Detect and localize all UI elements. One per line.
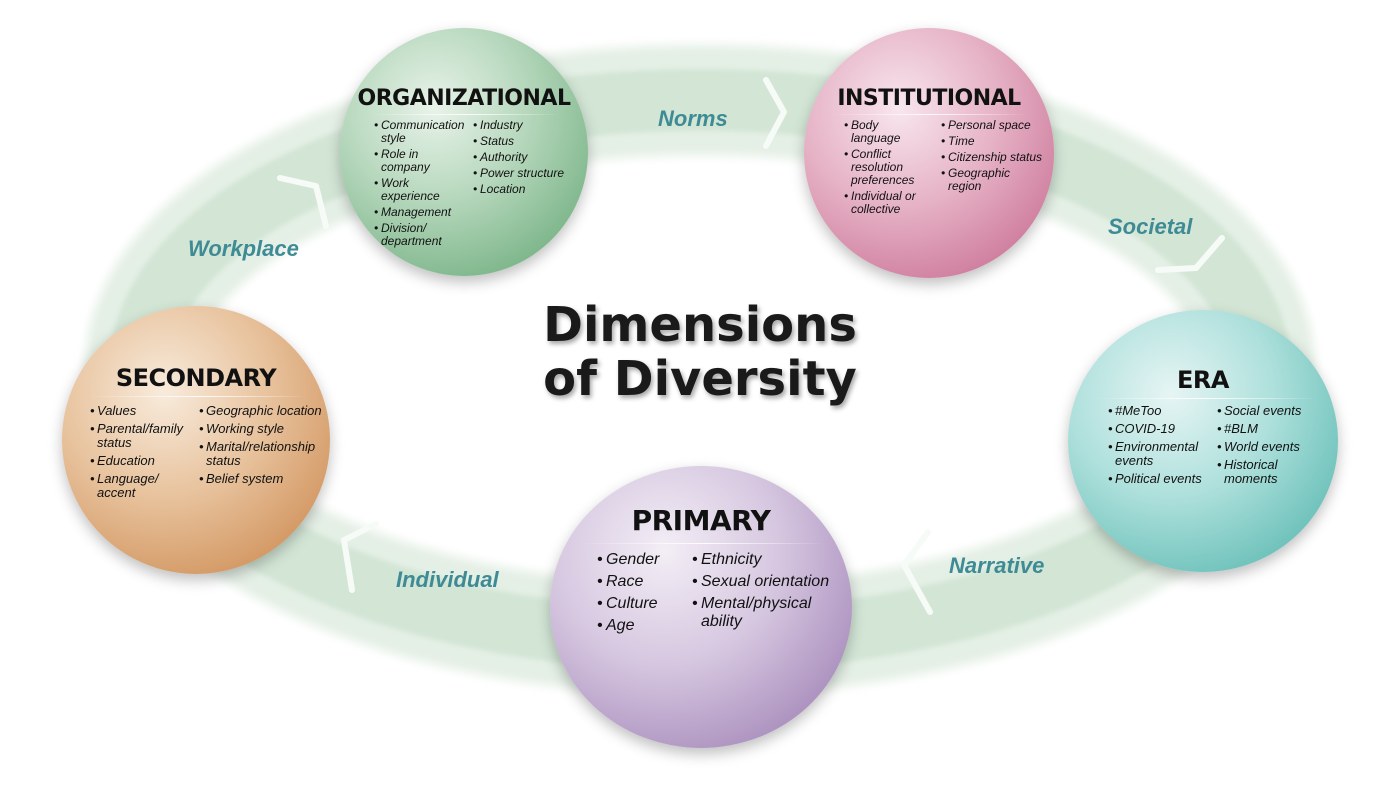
list-item: Authority [473,151,573,165]
list-item: Values [90,404,194,419]
list-item: Working style [199,422,323,437]
title-line-1: Dimensions [543,297,857,353]
list-item: Communication style [374,119,466,145]
list-item: Environmental events [1108,440,1208,468]
primary-divider [580,543,826,544]
primary-list-right: Ethnicity Sexual orientation Mental/phys… [692,551,832,635]
list-item: Industry [473,119,573,133]
secondary-list-right: Geographic location Working style Marita… [199,404,323,490]
organizational-list-left: Communication style Role in company Work… [374,119,466,251]
era-title: ERA [1177,366,1229,394]
era-divider [1094,398,1318,399]
primary-circle: PRIMARY Gender Race Culture Age Ethnicit… [550,466,852,748]
list-item: Citizenship status [941,151,1045,165]
institutional-list-left: Body language Conflict resolution prefer… [844,119,930,219]
connector-norms: Norms [658,106,728,131]
list-item: Work experience [374,177,466,203]
list-item: Status [473,135,573,149]
institutional-list-right: Personal space Time Citizenship status G… [941,119,1045,196]
title-line-2: of Diversity [543,351,857,407]
secondary-title: SECONDARY [115,364,277,392]
list-item: Time [941,135,1045,149]
list-item: Race [597,573,683,591]
list-item: Personal space [941,119,1045,133]
connector-workplace: Workplace [188,236,299,261]
list-item: #BLM [1217,422,1317,437]
diagram-title: Dimensions of Diversity [500,298,900,406]
list-item: World events [1217,440,1317,455]
era-list-left: #MeToo COVID-19 Environmental events Pol… [1108,404,1208,490]
ring-chevrons [277,77,1225,615]
list-item: COVID-19 [1108,422,1208,437]
list-item: Mental/physical ability [692,595,832,631]
secondary-circle: SECONDARY Values Parental/family status … [62,306,330,574]
era-list-right: Social events #BLM World events Historic… [1217,404,1317,490]
list-item: Belief system [199,472,323,487]
list-item: Social events [1217,404,1317,419]
list-item: Education [90,454,194,469]
connector-narrative: Narrative [949,553,1045,578]
institutional-circle: INSTITUTIONAL Body language Conflict res… [804,28,1054,278]
list-item: Age [597,617,683,635]
list-item: Geographic location [199,404,323,419]
organizational-circle: ORGANIZATIONAL Communication style Role … [340,28,588,276]
organizational-title: ORGANIZATIONAL [357,86,571,111]
list-item: Ethnicity [692,551,832,569]
list-item: Location [473,183,573,197]
list-item: Role in company [374,148,466,174]
list-item: Geographic region [941,167,1045,193]
list-item: Individual or collective [844,190,930,216]
secondary-divider [88,396,310,397]
organizational-list-right: Industry Status Authority Power structur… [473,119,573,199]
list-item: Division/ department [374,222,466,248]
list-item: Historical moments [1217,458,1317,486]
list-item: Gender [597,551,683,569]
primary-title: PRIMARY [631,504,771,537]
list-item: Sexual orientation [692,573,832,591]
list-item: #MeToo [1108,404,1208,419]
list-item: Language/ accent [90,472,194,500]
list-item: Political events [1108,472,1208,487]
list-item: Marital/relationship status [199,440,323,468]
organizational-divider [370,114,560,115]
list-item: Parental/family status [90,422,194,450]
secondary-list-left: Values Parental/family status Education … [90,404,194,504]
list-item: Body language [844,119,930,145]
institutional-title: INSTITUTIONAL [837,86,1021,111]
era-circle: ERA #MeToo COVID-19 Environmental events… [1068,310,1338,572]
primary-list-left: Gender Race Culture Age [597,551,683,639]
connector-societal: Societal [1108,214,1193,239]
list-item: Conflict resolution preferences [844,148,930,187]
institutional-divider [832,114,1028,115]
connector-individual: Individual [396,567,499,592]
list-item: Culture [597,595,683,613]
list-item: Management [374,206,466,220]
list-item: Power structure [473,167,573,181]
